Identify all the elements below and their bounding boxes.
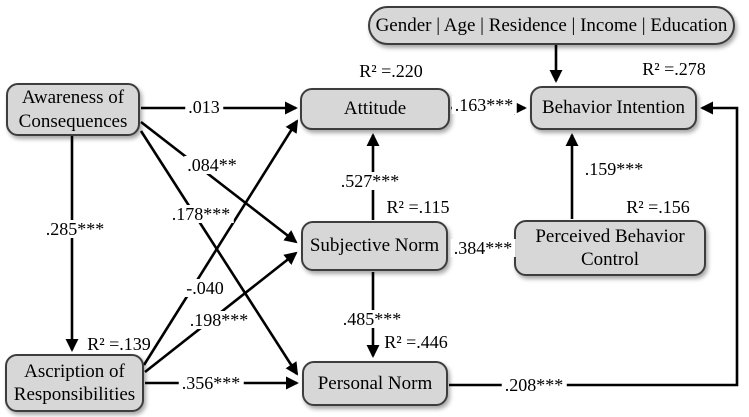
node-attitude: Attitude xyxy=(300,88,450,130)
r2-subjective-norm: R² =.115 xyxy=(386,197,450,217)
node-ascription-of-responsibilities: Ascription of Responsibilities xyxy=(5,354,144,412)
node-perceived-behavior-control: Perceived Behavior Control xyxy=(514,220,706,276)
node-behavior-intention: Behavior Intention xyxy=(530,86,697,130)
coef-subjective-norm-to-attitude: .527*** xyxy=(337,172,403,190)
coef-awareness-to-attitude: .013 xyxy=(185,98,223,116)
node-demographics: Gender | Age | Residence | Income | Educ… xyxy=(368,6,735,45)
coef-awareness-to-ascription: .285*** xyxy=(42,220,108,238)
coef-awareness-to-subjective-norm: .084** xyxy=(184,156,240,174)
coef-pbc-to-subjective-norm: .384*** xyxy=(450,239,516,257)
r2-attitude: R² =.220 xyxy=(359,61,423,81)
coef-pbc-to-behavior-intention: .159*** xyxy=(581,160,647,178)
coef-ascription-to-subjective-norm: .198*** xyxy=(186,311,252,329)
arrow-personal-norm-to-behavior-intention xyxy=(449,101,739,387)
r2-behavior-intention: R² =.278 xyxy=(642,59,706,79)
coef-subjective-norm-to-personal-norm: .485*** xyxy=(339,310,405,328)
coef-ascription-to-personal-norm: .356*** xyxy=(178,374,244,392)
node-subjective-norm: Subjective Norm xyxy=(301,221,448,271)
coef-attitude-to-behavior-intention: .163*** xyxy=(451,96,517,114)
arrow-ascription-to-attitude xyxy=(142,119,299,366)
arrow-awareness-to-subjective-norm xyxy=(140,120,298,244)
coef-personal-norm-to-behavior-intention: .208*** xyxy=(501,376,567,394)
r2-personal-norm: R² =.446 xyxy=(384,332,448,352)
r2-perceived-behavior-control: R² =.156 xyxy=(626,197,690,217)
coef-ascription-to-attitude: -.040 xyxy=(183,279,227,297)
node-awareness-of-consequences: Awareness of Consequences xyxy=(6,83,140,136)
coef-awareness-to-personal-norm: .178*** xyxy=(168,205,234,223)
arrow-awareness-to-personal-norm xyxy=(139,130,299,376)
node-personal-norm: Personal Norm xyxy=(302,361,448,406)
r2-ascription: R² =.139 xyxy=(87,334,151,354)
